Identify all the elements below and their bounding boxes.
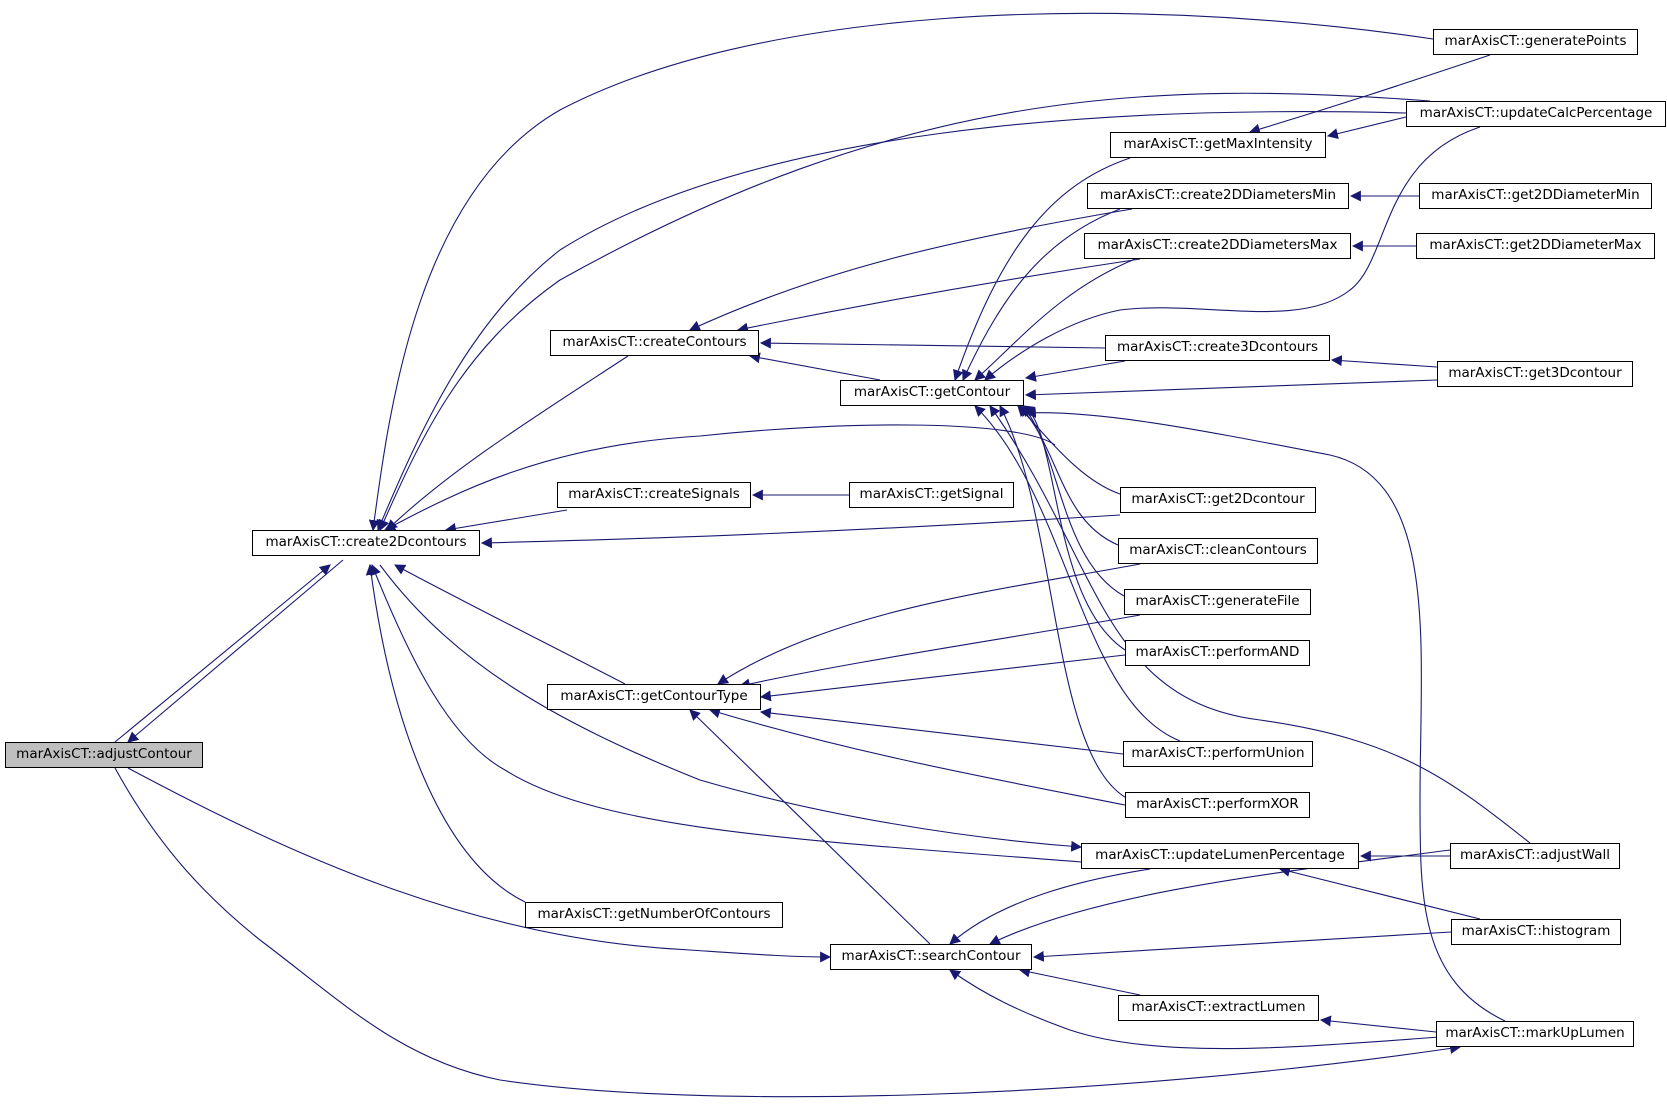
edge-generateFile-to-getContourType <box>738 614 1141 690</box>
edge-getNumberOfContours-to-create2Dcontours <box>365 563 526 903</box>
edge-getMaxIntensity-to-getContour <box>953 157 1131 382</box>
edge-create3Dcontours-to-createContours <box>759 337 1106 349</box>
node-get2DDiameterMax[interactable]: marAxisCT::get2DDiameterMax <box>1416 233 1655 259</box>
node-create2DDiametersMin[interactable]: marAxisCT::create2DDiametersMin <box>1087 183 1349 209</box>
edge-adjustWall-to-getContour <box>989 405 1531 844</box>
edge-generatePoints-to-getMaxIntensity <box>1248 54 1491 135</box>
edge-get2Dcontour-to-create2Dcontours <box>480 514 1121 549</box>
edge-performXOR-to-getContourType <box>708 707 1126 806</box>
node-get2Dcontour[interactable]: marAxisCT::get2Dcontour <box>1120 487 1316 513</box>
edge-histogram-to-updateLumenPercentage <box>1278 866 1481 920</box>
node-get2DDiameterMin[interactable]: marAxisCT::get2DDiameterMin <box>1419 183 1652 209</box>
edge-updateCalcPercentage-to-getMaxIntensity <box>1326 116 1407 140</box>
edge-updateCalcPercentage-to-create2Dcontours <box>378 92 1431 532</box>
edge-generateFile-to-getContour <box>1022 405 1125 597</box>
edge-create2DDiametersMax-to-createContours <box>736 258 1141 334</box>
edge-updateCalcPercentage-back-create2Dcontours <box>376 111 1407 532</box>
node-create2Dcontours[interactable]: marAxisCT::create2Dcontours <box>252 530 480 556</box>
node-create3Dcontours[interactable]: marAxisCT::create3Dcontours <box>1105 335 1330 361</box>
edge-updateLumenPercentage-to-searchContour <box>949 868 1151 945</box>
edge-cleanContours-to-getContour <box>1019 405 1119 546</box>
edge-performAND-to-getContourType <box>759 654 1126 702</box>
edge-markUpLumen-to-extractLumen <box>1319 1015 1437 1033</box>
edge-group <box>114 12 1531 1098</box>
node-getNumberOfContours[interactable]: marAxisCT::getNumberOfContours <box>525 902 783 928</box>
node-markUpLumen[interactable]: marAxisCT::markUpLumen <box>1436 1021 1634 1047</box>
node-performUnion[interactable]: marAxisCT::performUnion <box>1123 741 1313 767</box>
edge-create2DDiametersMin-to-createContours <box>689 208 1133 331</box>
node-cleanContours[interactable]: marAxisCT::cleanContours <box>1118 538 1318 564</box>
edge-create2Dcontours-to-updateLumenPercentage <box>379 564 1083 852</box>
edge-extractLumen-to-searchContour <box>1018 966 1141 996</box>
node-generateFile[interactable]: marAxisCT::generateFile <box>1124 589 1311 615</box>
node-histogram[interactable]: marAxisCT::histogram <box>1451 919 1621 945</box>
edge-searchContour-to-getContourType <box>689 709 931 945</box>
edge-adjustContour-to-markUpLumen <box>114 767 1462 1098</box>
node-createSignals[interactable]: marAxisCT::createSignals <box>557 482 751 508</box>
edge-get3Dcontour-to-create3Dcontours <box>1330 355 1438 368</box>
node-adjustWall[interactable]: marAxisCT::adjustWall <box>1450 843 1620 869</box>
edge-performXOR-to-create2Dcontours <box>384 424 1056 531</box>
edge-histogram-to-searchContour <box>1032 931 1452 962</box>
node-create2DDiametersMax[interactable]: marAxisCT::create2DDiametersMax <box>1084 233 1351 259</box>
edge-create3Dcontours-to-getContour <box>1024 360 1126 382</box>
edge-performUnion-to-getContourType <box>759 707 1124 755</box>
node-extractLumen[interactable]: marAxisCT::extractLumen <box>1118 995 1319 1021</box>
node-getContour[interactable]: marAxisCT::getContour <box>840 380 1024 406</box>
node-searchContour[interactable]: marAxisCT::searchContour <box>830 944 1032 970</box>
edge-generatePoints-to-create2Dcontours <box>368 12 1434 532</box>
edge-adjustContour-to-searchContour <box>127 767 832 963</box>
node-getContourType[interactable]: marAxisCT::getContourType <box>547 684 761 710</box>
node-updateCalcPercentage[interactable]: marAxisCT::updateCalcPercentage <box>1406 101 1666 127</box>
edge-create2DDiametersMax-to-getContour <box>974 258 1136 381</box>
edge-create2DDiametersMin-to-getContour <box>962 208 1121 381</box>
edge-markUpLumen-to-getContour <box>1024 407 1506 1022</box>
edge-adjustWall-to-searchContour <box>989 849 1451 945</box>
edge-get3Dcontour-to-getContour <box>1024 379 1438 401</box>
edge-adjustContour-to-create2Dcontours <box>114 564 331 743</box>
edge-performAND-to-getContour <box>1023 405 1126 651</box>
node-adjustContour: marAxisCT::adjustContour <box>5 742 203 768</box>
edge-getContourType-to-create2Dcontours <box>394 564 626 685</box>
node-updateLumenPercentage[interactable]: marAxisCT::updateLumenPercentage <box>1081 843 1359 869</box>
edge-get2Dcontour-to-getContour <box>1017 405 1121 495</box>
edge-create2Dcontours-to-createContours <box>386 355 629 531</box>
node-performAND[interactable]: marAxisCT::performAND <box>1125 640 1310 666</box>
edge-getContour-to-createContours <box>748 352 881 381</box>
node-getMaxIntensity[interactable]: marAxisCT::getMaxIntensity <box>1110 132 1326 158</box>
edge-updateLumenPercentage-to-create2Dcontours <box>370 563 1082 863</box>
edge-create2Dcontours-to-adjustContour <box>127 559 344 743</box>
node-createContours[interactable]: marAxisCT::createContours <box>550 330 759 356</box>
node-generatePoints[interactable]: marAxisCT::generatePoints <box>1433 29 1638 55</box>
node-getSignal[interactable]: marAxisCT::getSignal <box>849 482 1014 508</box>
edge-markUpLumen-to-searchContour <box>949 969 1441 1050</box>
edge-createSignals-to-create2Dcontours <box>444 509 568 534</box>
edge-updateCalcPercentage-to-getContour <box>984 126 1481 381</box>
edge-cleanContours-to-getContourType <box>717 563 1141 685</box>
node-get3Dcontour[interactable]: marAxisCT::get3Dcontour <box>1437 361 1633 387</box>
edge-performXOR-to-getContour <box>999 405 1131 801</box>
node-performXOR[interactable]: marAxisCT::performXOR <box>1125 792 1310 818</box>
edge-performUnion-to-getContour <box>974 405 1181 742</box>
